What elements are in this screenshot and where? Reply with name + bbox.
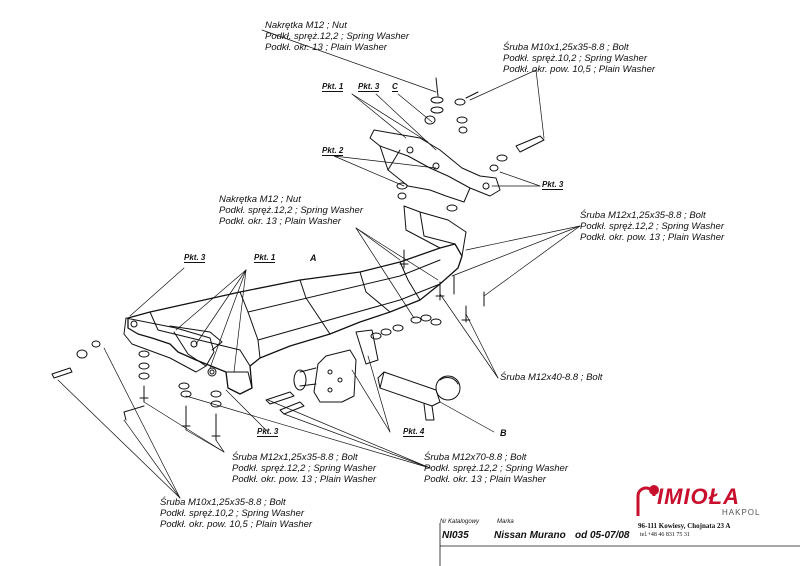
vehicle-model: Nissan Murano xyxy=(494,530,566,541)
callout-line: Podkł. spręż.10,2 ; Spring Washer xyxy=(160,508,304,519)
point-marker: Pkt. 3 xyxy=(358,82,380,92)
point-marker: Pkt. 1 xyxy=(254,253,276,263)
callout-line: Podkł. okr. 13 ; Plain Washer xyxy=(219,216,341,227)
callout-line: Podkł. okr. 13 ; Plain Washer xyxy=(424,474,546,485)
callout-line: Śruba M12x1,25x35-8.8 ; Bolt xyxy=(580,210,706,221)
company-phone: tel.+48 46 831 75 31 xyxy=(640,532,690,538)
catalog-number: NI035 xyxy=(442,530,469,541)
callout-line: Nakrętka M12 ; Nut xyxy=(265,20,347,31)
brand-logo: IMIOŁA xyxy=(657,484,740,509)
top-right-bracket xyxy=(369,129,501,257)
callout-top-bolt: Śruba M10x1,25x35-8.8 ; Bolt Podkł. sprę… xyxy=(503,42,655,75)
point-marker: Pkt. 2 xyxy=(322,146,344,156)
callout-line: Podkł. okr. pow. 13 ; Plain Washer xyxy=(580,232,725,243)
callout-line: Podkł. spręż.12,2 ; Spring Washer xyxy=(232,463,376,474)
title-block-frame xyxy=(439,523,800,566)
callout-line: Śruba M10x1,25x35-8.8 ; Bolt xyxy=(160,497,286,508)
upper-fasteners xyxy=(370,77,545,340)
callout-mid-nut: Nakrętka M12 ; Nut Podkł. spręż.12,2 ; S… xyxy=(219,194,363,227)
point-marker: Pkt. 1 xyxy=(322,82,344,92)
callout-line: Śruba M12x40-8.8 ; Bolt xyxy=(500,372,603,383)
lower-fasteners xyxy=(51,340,305,441)
callout-line: Podkł. spręż.12,2 ; Spring Washer xyxy=(265,31,409,42)
brand-label: Marka xyxy=(497,519,514,525)
callout-line: Nakrętka M12 ; Nut xyxy=(219,194,301,205)
brand-logo-sub: HAKPOL xyxy=(722,508,761,517)
point-marker: Pkt. 3 xyxy=(184,253,206,263)
point-marker: Pkt. 4 xyxy=(403,427,425,437)
callout-m12x70: Śruba M12x70-8.8 ; Bolt Podkł. spręż.12,… xyxy=(424,452,568,485)
callout-line: Śruba M10x1,25x35-8.8 ; Bolt xyxy=(503,42,629,53)
callout-line: Podkł. okr. pow. 10,5 ; Plain Washer xyxy=(160,519,313,530)
point-marker: Pkt. 3 xyxy=(542,180,564,190)
callout-m12x40: Śruba M12x40-8.8 ; Bolt xyxy=(500,372,602,383)
hook-logo-icon xyxy=(636,485,659,516)
callout-line: Podkł. spręż.12,2 ; Spring Washer xyxy=(580,221,724,232)
leader-lines xyxy=(57,29,581,499)
callout-line: Podkł. okr. pow. 13 ; Plain Washer xyxy=(232,474,377,485)
callout-bottom-left-bolt: Śruba M10x1,25x35-8.8 ; Bolt Podkł. sprę… xyxy=(160,497,312,530)
catalog-number-label: Nr Katalogowy xyxy=(440,519,480,525)
company-address: 96-111 Kowiesy, Chojnata 23 A xyxy=(638,522,731,530)
left-bracket xyxy=(123,317,253,389)
callout-line: Podkł. spręż.12,2 ; Spring Washer xyxy=(424,463,568,474)
callout-line: Śruba M12x70-8.8 ; Bolt xyxy=(424,452,527,463)
part-ref-b: B xyxy=(500,428,507,438)
callout-line: Śruba M12x1,25x35-8.8 ; Bolt xyxy=(232,452,358,463)
crossbar-a xyxy=(127,243,463,395)
callout-line: Podkł. spręż.10,2 ; Spring Washer xyxy=(503,53,647,64)
point-marker: C xyxy=(392,82,398,92)
callout-top-nut: Nakrętka M12 ; Nut Podkł. spręż.12,2 ; S… xyxy=(265,20,409,53)
production-date: od 05-07/08 xyxy=(575,530,630,541)
ball-mount xyxy=(293,329,461,421)
callout-line: Podkł. spręż.12,2 ; Spring Washer xyxy=(219,205,363,216)
callout-line: Podkł. okr. 13 ; Plain Washer xyxy=(265,42,387,53)
callout-right-bolt: Śruba M12x1,25x35-8.8 ; Bolt Podkł. sprę… xyxy=(580,210,724,243)
part-ref-a: A xyxy=(310,253,317,263)
callout-line: Podkł. okr. pow. 10,5 ; Plain Washer xyxy=(503,64,656,75)
point-marker: Pkt. 3 xyxy=(257,427,279,437)
callout-bottom-mid-bolt: Śruba M12x1,25x35-8.8 ; Bolt Podkł. sprę… xyxy=(232,452,376,485)
